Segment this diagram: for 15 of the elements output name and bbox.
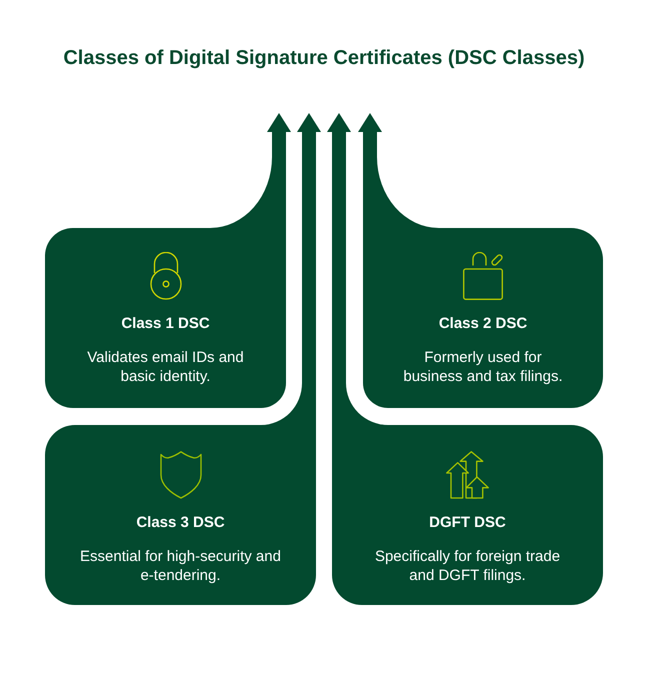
certificate-card [45, 383, 316, 605]
card-description: Formerly used for business and tax filings. [402, 348, 564, 386]
card-title: DGFT DSC [429, 514, 506, 532]
card-title: Class 2 DSC [438, 315, 528, 333]
arrow [297, 113, 321, 383]
diagram-title: Classes of Digital Signature Certificates (DSC Classes) [63, 46, 585, 71]
card-description: Essential for high-security and e-tendering. [79, 547, 282, 585]
arrow [327, 113, 351, 383]
card-title: Class 3 DSC [136, 514, 225, 532]
certificate-card [332, 383, 603, 605]
card-description: Specifically for foreign trade and DGFT filings. [374, 547, 562, 585]
certificate-card [45, 228, 286, 408]
card-description: Validates email IDs and basic identity. [86, 348, 245, 386]
card-title: Class 1 DSC [121, 315, 210, 333]
certificate-card [363, 228, 603, 408]
